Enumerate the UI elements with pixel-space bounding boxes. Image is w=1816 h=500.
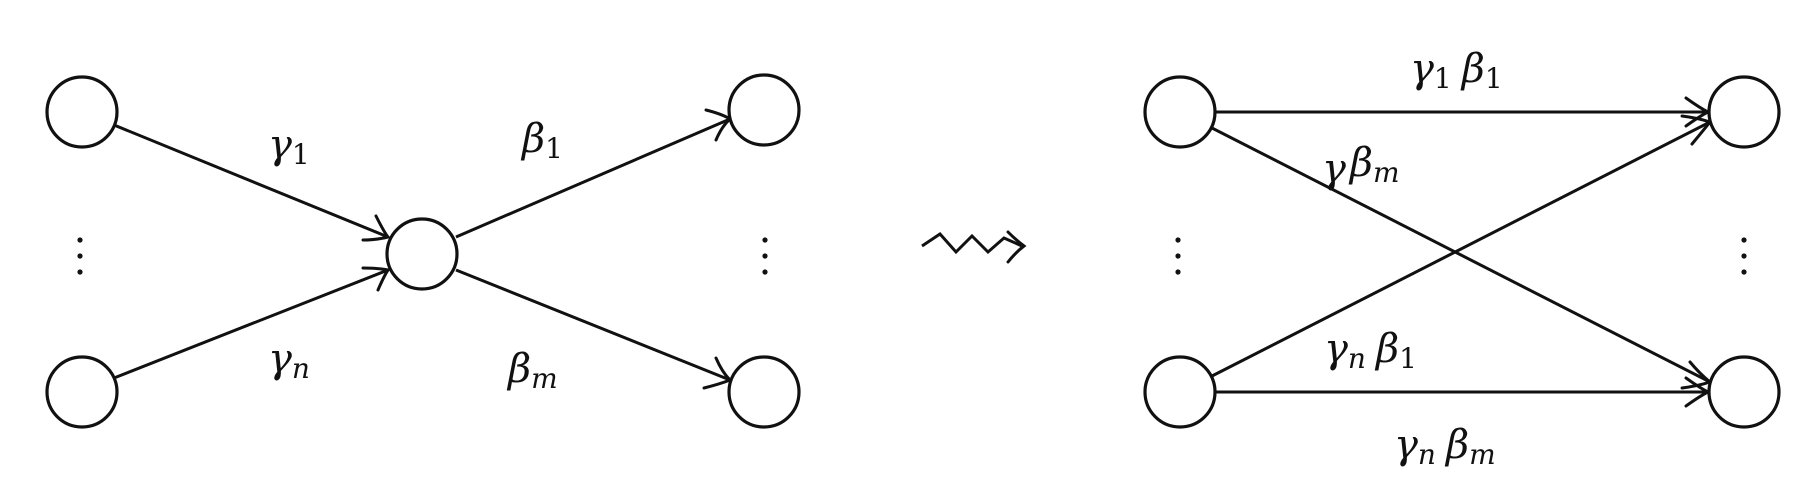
arrowhead-out-m [702, 356, 733, 390]
left-graph: γ1 γn β1 βm [45, 73, 801, 429]
label-gamma-1: γ1 [268, 122, 310, 171]
edge-in-n [113, 268, 389, 380]
edge-diag-up [1211, 120, 1711, 378]
left-target-node-m [727, 355, 801, 429]
right-target-node-m [1707, 355, 1781, 429]
label-beta-m: βm [506, 346, 558, 395]
left-source-node-n [45, 355, 119, 429]
right-target-ellipsis [1741, 237, 1747, 275]
arrowhead-in-n [361, 266, 391, 292]
rewrite-arrow [921, 230, 1027, 264]
left-target-node-1 [727, 73, 801, 147]
right-source-ellipsis [1175, 237, 1181, 275]
squiggly-arrowhead [1006, 230, 1027, 264]
right-source-node-1 [1143, 75, 1217, 149]
arrowhead-in-1 [361, 214, 391, 242]
right-target-node-1 [1707, 75, 1781, 149]
right-source-node-n [1143, 355, 1217, 429]
squiggly-arrow-icon [921, 232, 1023, 255]
label-beta-1: β1 [520, 116, 563, 165]
right-vertical-ellipsis [762, 237, 768, 275]
left-center-node [385, 217, 459, 291]
edge-diag-down [1211, 126, 1711, 384]
label-gamma-n: γn [268, 336, 310, 385]
left-vertical-ellipsis [77, 237, 83, 275]
edge-out-m [455, 268, 731, 382]
left-source-node-1 [45, 75, 119, 149]
edge-out-1 [455, 117, 731, 239]
edge-in-1 [113, 123, 389, 239]
